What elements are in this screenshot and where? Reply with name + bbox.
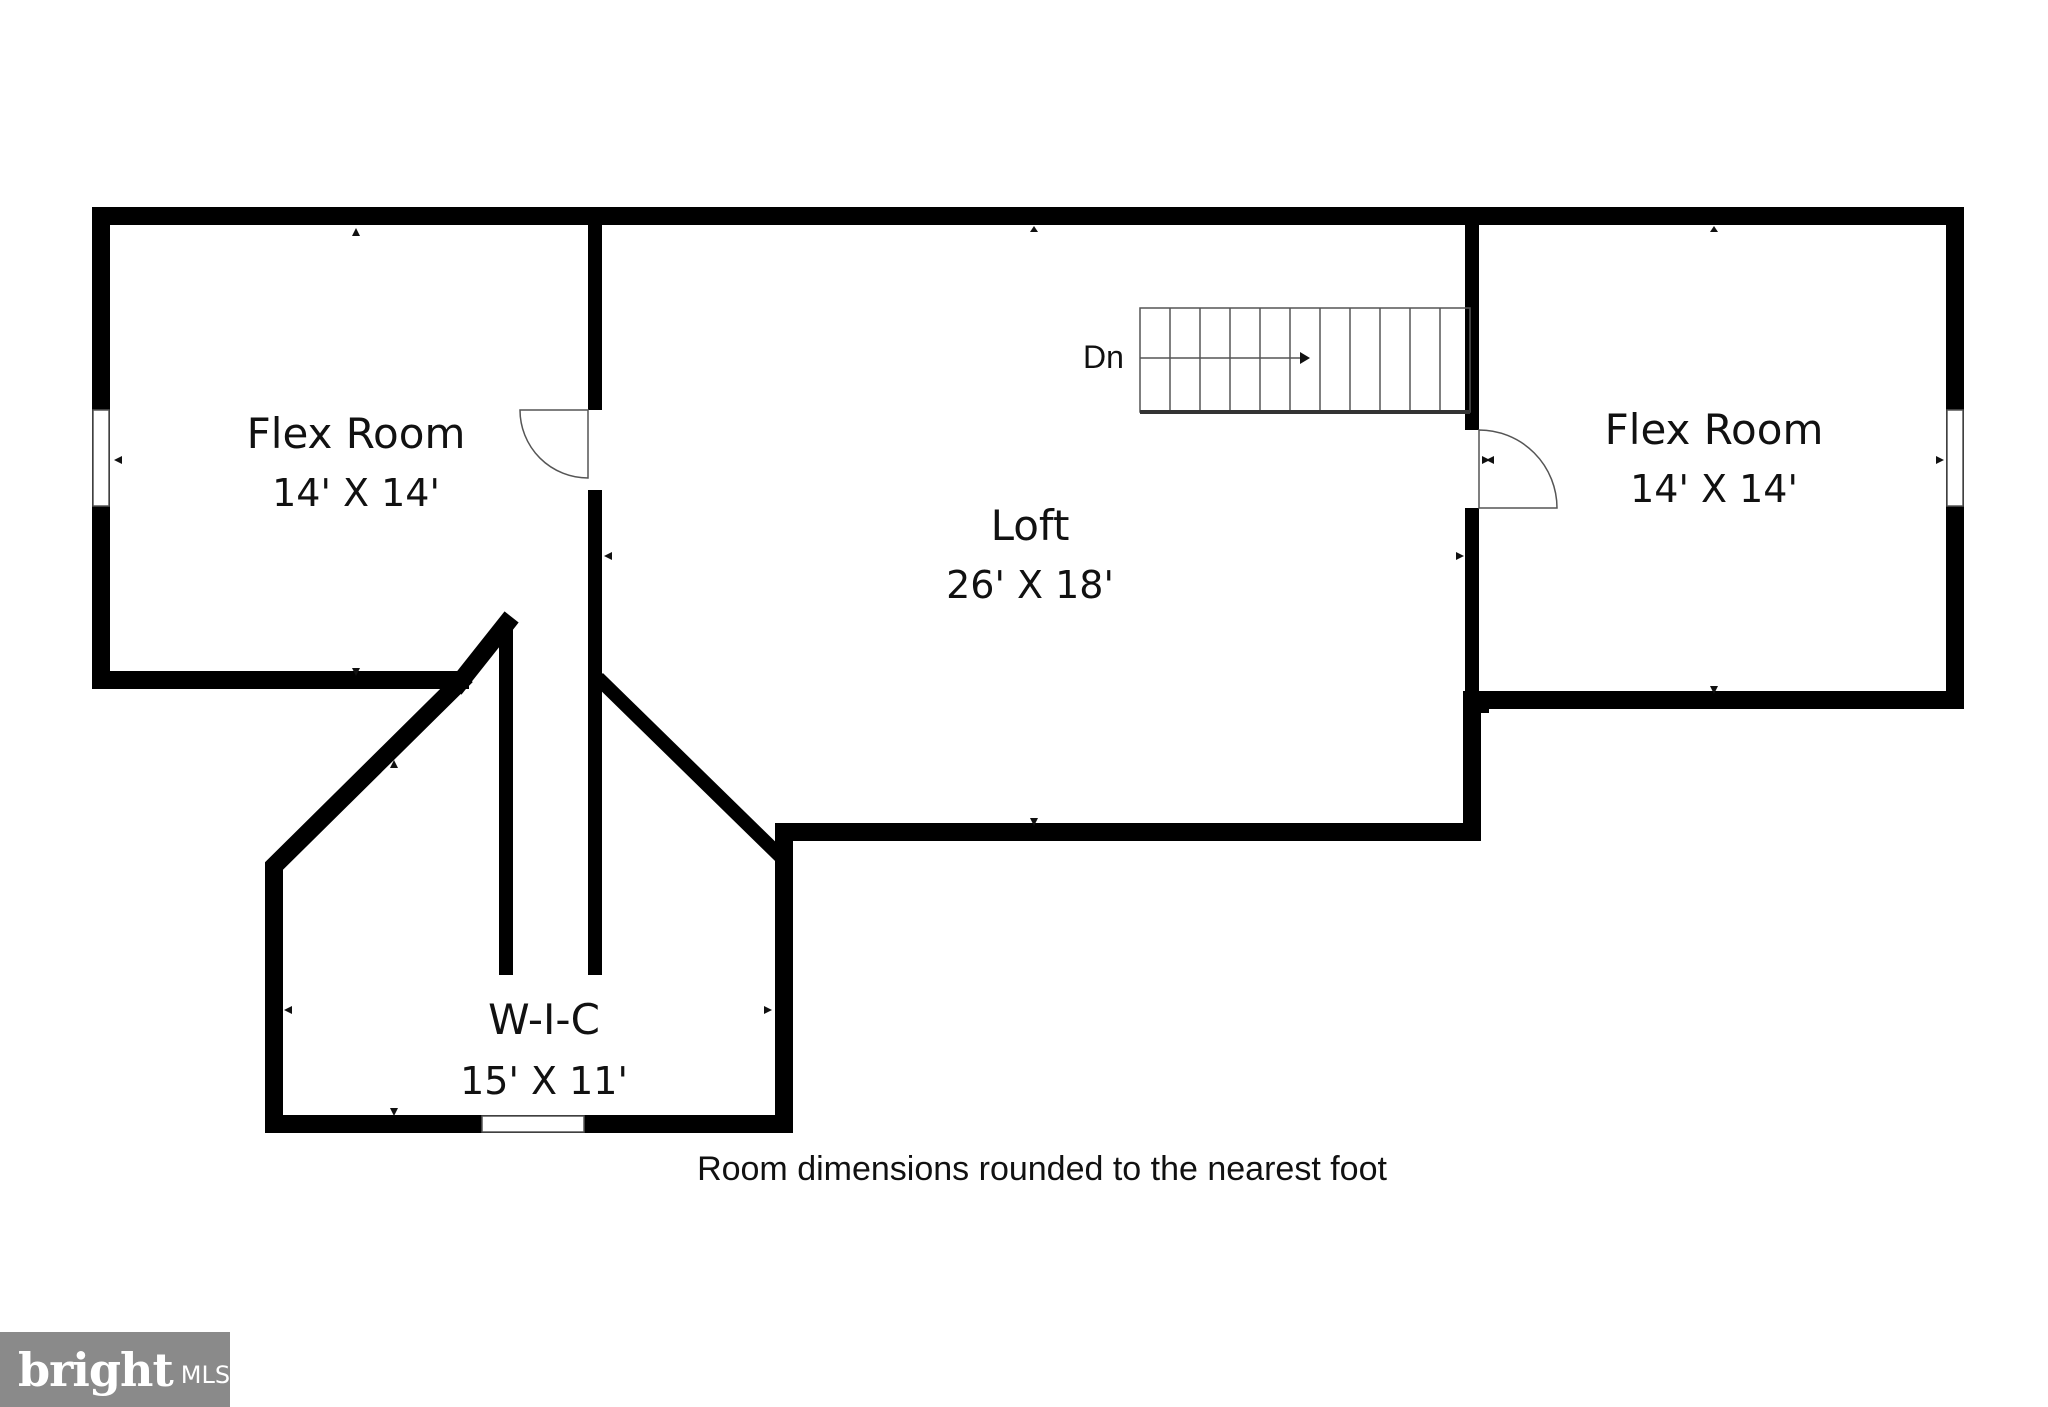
- tick-marker: [604, 552, 612, 560]
- tick-marker: [284, 1006, 292, 1014]
- wic-angled-wall-top: [447, 611, 519, 695]
- bright-mls-logo: bright MLS: [0, 1332, 230, 1407]
- wic-angled-wall-right: [593, 672, 787, 864]
- tick-marker: [1710, 686, 1718, 694]
- room-name-wic: W-I-C: [488, 995, 600, 1044]
- staircase: Dn: [1083, 307, 1471, 414]
- room-dimensions-flex-left: 14' X 14': [272, 471, 440, 515]
- doors: [519, 409, 1558, 509]
- tick-marker: [352, 668, 360, 676]
- tick-marker: [114, 456, 122, 464]
- window-right: [1946, 409, 1964, 507]
- room-dimensions-wic: 15' X 11': [460, 1059, 628, 1103]
- stair-treads: [1169, 308, 1441, 412]
- flex-room-right-bottom-wall: [1463, 691, 1964, 713]
- tick-marker: [352, 228, 360, 236]
- windows: [92, 409, 1964, 1133]
- interior-walls: [447, 222, 1479, 975]
- outer-wall: [92, 207, 1964, 1133]
- tick-marker: [1710, 226, 1718, 232]
- tick-marker: [1456, 552, 1464, 560]
- tick-marker: [1936, 456, 1944, 464]
- room-name-loft: Loft: [991, 501, 1070, 550]
- room-name-flex-left: Flex Room: [247, 409, 466, 458]
- door-opening-right: [1465, 430, 1479, 508]
- exterior-walls: [92, 207, 1964, 1133]
- tick-marker: [764, 1006, 772, 1014]
- tick-marker: [390, 760, 398, 768]
- logo-brand-text: bright: [18, 1342, 174, 1397]
- room-dimensions-flex-right: 14' X 14': [1630, 467, 1798, 511]
- room-name-flex-right: Flex Room: [1605, 405, 1824, 454]
- stair-label: Dn: [1083, 339, 1124, 375]
- logo-suffix-text: MLS: [180, 1360, 231, 1389]
- tick-marker: [1030, 226, 1038, 232]
- window-bottom: [481, 1115, 585, 1133]
- tick-marker: [390, 1108, 398, 1116]
- flex-room-left-bottom-wall: [92, 667, 469, 689]
- tick-marker: [1486, 456, 1494, 464]
- door-opening-left: [588, 410, 602, 490]
- dimension-markers: [114, 226, 1944, 1116]
- door-swing-right: [1478, 429, 1558, 509]
- stair-direction-arrow-icon: [1300, 352, 1310, 364]
- window-left: [92, 409, 110, 507]
- dimensions-footnote: Room dimensions rounded to the nearest f…: [697, 1150, 1387, 1188]
- door-swing-left: [519, 409, 589, 479]
- room-dimensions-loft: 26' X 18': [946, 563, 1114, 607]
- tick-marker: [1030, 818, 1038, 826]
- room-labels: Flex Room 14' X 14' Loft 26' X 18' Flex …: [247, 405, 1824, 1103]
